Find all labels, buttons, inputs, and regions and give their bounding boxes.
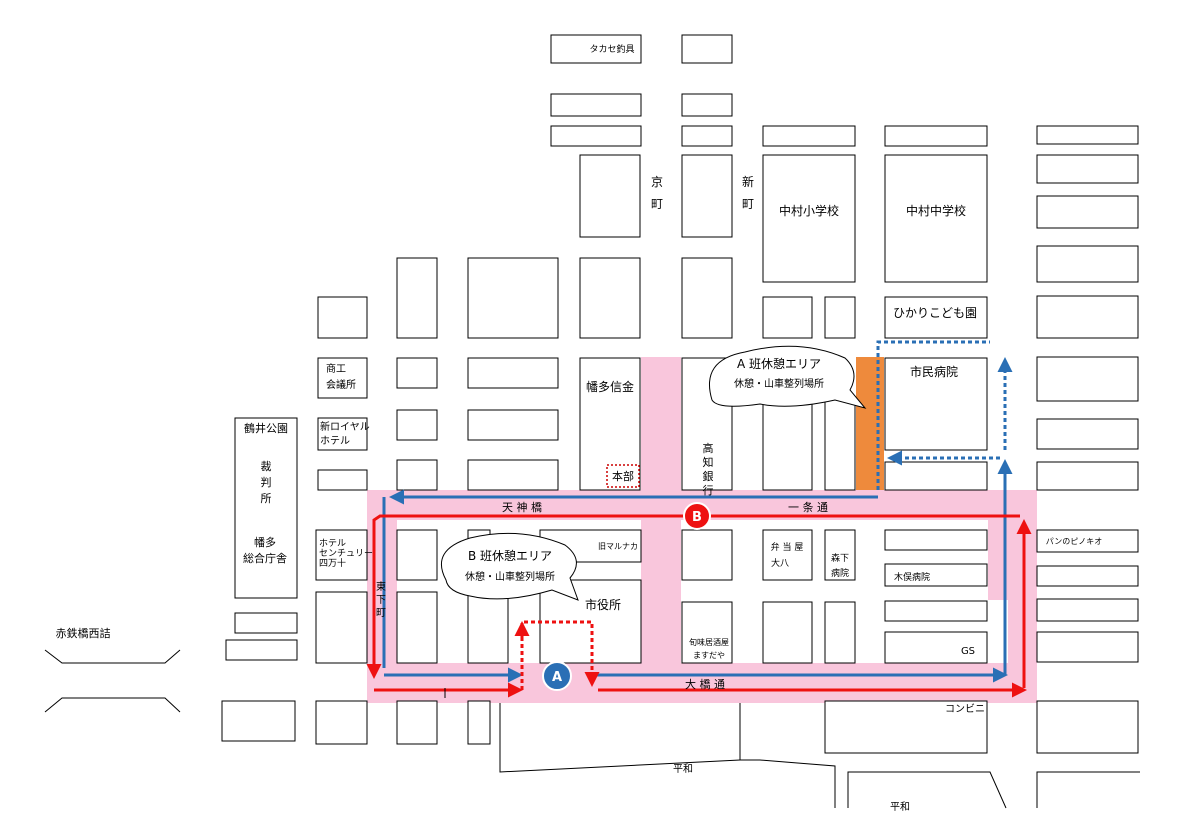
street-ohashi: 大 橋 通 (685, 677, 725, 691)
label-heiwa-2: 平和 (890, 801, 910, 813)
street-shinmachi: 新町 (742, 174, 754, 211)
street-labels: 京町 新町 天 神 橋 一 条 通 大 橋 通 東下町 (376, 174, 828, 691)
callout-b: B 班休憩エリア 休憩・山車整列場所 (441, 532, 579, 601)
label-conbini: コンビニ (945, 703, 985, 715)
label-hata-shinkin: 幡多信金 (586, 379, 634, 394)
callout-a: A 班休憩エリア 休憩・山車整列場所 (708, 345, 867, 409)
marker-b-label: B (692, 510, 702, 525)
callout-b-subtitle: 休憩・山車整列場所 (465, 570, 555, 583)
label-shoko-2: 会議所 (326, 378, 356, 391)
label-shiyakusho: 市役所 (585, 597, 621, 612)
map-labels: タカセ釣具 中村小学校 中村中学校 ひかりこども園 市民病院 幡多信金 本部 商… (56, 43, 1103, 813)
street-kyomachi: 京町 (651, 175, 663, 211)
blue-route (382, 340, 1013, 683)
label-honbu: 本部 (612, 469, 634, 483)
label-bentoya-1: 弁 当 屋 (771, 541, 804, 553)
label-hospital: 市民病院 (910, 364, 958, 379)
callout-a-title: A 班休憩エリア (737, 356, 821, 371)
label-court: 裁判所 (261, 460, 272, 505)
label-heiwa-1: 平和 (673, 763, 693, 775)
callout-b-title: B 班休憩エリア (468, 548, 552, 563)
label-pino: パンのピノキオ (1046, 537, 1102, 546)
bottom-road-lines (44, 649, 1140, 809)
label-takase: タカセ釣具 (589, 43, 634, 55)
city-blocks (221, 34, 1139, 754)
label-royal-1: 新ロイヤル (320, 420, 370, 433)
label-hata-1: 幡多 (254, 535, 276, 549)
street-ichijo: 一 条 通 (788, 500, 828, 514)
label-hata-2: 総合庁舎 (243, 551, 287, 565)
hospital-zone (856, 357, 884, 490)
label-kakui-park: 鶴井公園 (244, 421, 288, 435)
label-kimata: 木俣病院 (894, 571, 930, 583)
label-hotel-c-2: センチュリー (319, 548, 373, 559)
marker-b: B (683, 502, 711, 530)
label-hotel-c-1: ホテル (319, 538, 346, 549)
label-hikari: ひかりこども園 (893, 306, 977, 320)
label-bentoya-2: 大八 (771, 557, 789, 569)
label-akatetsu: 赤鉄橋西詰 (56, 626, 111, 640)
label-nakamura-jhs: 中村中学校 (906, 203, 966, 218)
label-shoko-1: 商工 (326, 362, 346, 375)
label-izakaya-1: 旬味居酒屋 (689, 637, 729, 647)
label-bank: 高知銀行 (703, 441, 714, 497)
street-tenjinbashi: 天 神 橋 (502, 500, 542, 514)
label-hotel-c-3: 四万十 (319, 557, 346, 569)
callout-a-subtitle: 休憩・山車整列場所 (734, 377, 824, 390)
label-nakamura-elem: 中村小学校 (779, 203, 839, 218)
street-higashishimo: 東下町 (376, 580, 386, 619)
label-izakaya-2: ますだや (693, 651, 725, 660)
label-morishita-2: 病院 (831, 567, 849, 579)
label-gs: GS (961, 646, 975, 657)
marker-a-label: A (552, 670, 562, 685)
label-maruneka: 旧マルナカ (598, 542, 638, 551)
label-morishita-1: 森下 (831, 552, 849, 564)
marker-a: A (542, 661, 572, 691)
label-royal-2: ホテル (320, 435, 350, 447)
honbu-box (606, 464, 640, 488)
